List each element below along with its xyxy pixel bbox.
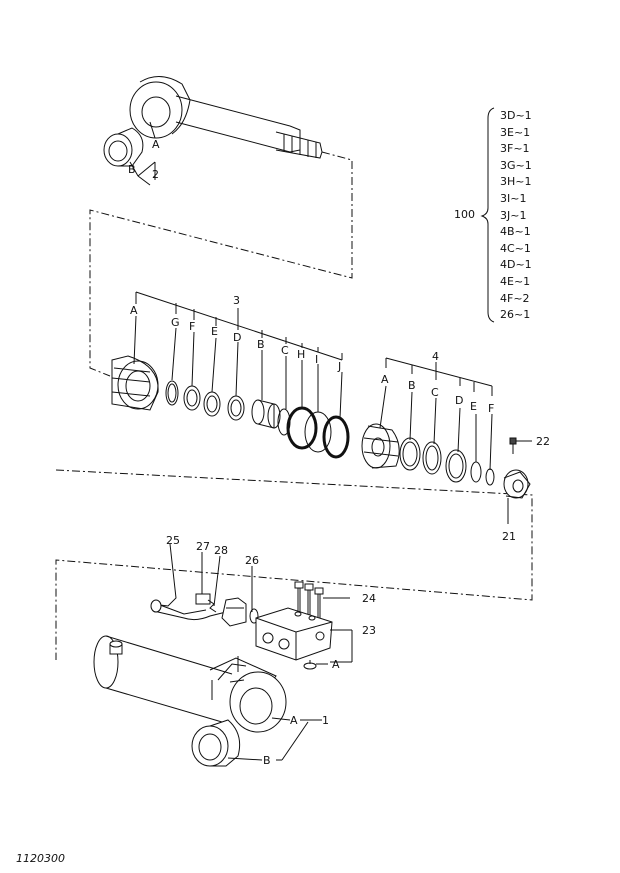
phantom-lines <box>55 151 533 660</box>
group-3-seals <box>111 355 350 459</box>
label-23: 23 <box>362 624 376 637</box>
group-4-piston <box>361 423 495 486</box>
part-21-nut <box>503 469 531 524</box>
kit-list: 3D~1 3E~1 3F~1 3G~1 3H~1 3I~1 3J~1 4B~1 4C~1 4D~1… <box>500 108 560 324</box>
kit-item: 3D~1 <box>500 109 532 122</box>
group-4-callout-lines <box>379 357 493 471</box>
kit-brace <box>480 107 495 323</box>
label-4B: B <box>408 379 416 392</box>
label-4F: F <box>488 402 494 415</box>
label-24: 24 <box>362 592 376 605</box>
label-3A: A <box>130 304 138 317</box>
kit-item: 4B~1 <box>500 225 531 239</box>
label-3J: J <box>337 360 341 373</box>
part-22-setscrew <box>509 437 532 454</box>
kit-item: 3J~1 <box>500 208 527 222</box>
label-rod-2: 2 <box>152 168 159 181</box>
tube-callout-lines <box>227 717 322 761</box>
kit-item: 3G~1 <box>500 158 532 172</box>
label-1: 1 <box>322 714 329 727</box>
kit-item: 4F~2 <box>500 291 530 305</box>
label-4A: A <box>381 373 389 386</box>
label-23-A: A <box>332 658 340 671</box>
label-3D: D <box>233 331 241 344</box>
label-3H: H <box>297 348 305 361</box>
label-3G: G <box>171 316 180 329</box>
label-1-A: A <box>290 714 298 727</box>
rod-callout-lines <box>129 121 156 186</box>
kit-item: 4C~1 <box>500 241 531 255</box>
kit-item: 26~1 <box>500 308 531 322</box>
kit-item: 4D~1 <box>500 258 532 272</box>
label-4D: D <box>455 394 463 407</box>
cylinder-tube <box>93 635 287 767</box>
label-1-B: B <box>263 754 271 767</box>
label-4E: E <box>470 400 477 413</box>
label-27: 27 <box>196 540 210 553</box>
kit-item: 4E~1 <box>500 274 531 288</box>
label-group-3: 3 <box>233 294 240 307</box>
label-22: 22 <box>536 435 550 448</box>
label-3I: I <box>315 353 318 366</box>
label-3E: E <box>211 325 218 338</box>
label-28: 28 <box>214 544 228 557</box>
callout-labels: A B 2 3 A G F E D B C H I J 4 A B C D E … <box>128 138 550 767</box>
label-25: 25 <box>166 534 180 547</box>
label-rod-A: A <box>152 138 160 151</box>
pipe-assembly <box>150 543 259 627</box>
kit-item: 3I~1 <box>500 191 527 205</box>
kit-item: 3E~1 <box>500 125 531 139</box>
piston-rod <box>103 76 323 167</box>
label-3F: F <box>189 320 195 333</box>
kit-number: 100 <box>454 208 475 221</box>
valve-block <box>255 581 353 670</box>
label-rod-B: B <box>128 163 136 176</box>
label-21: 21 <box>502 530 516 543</box>
label-26: 26 <box>245 554 259 567</box>
kit-item: 3F~1 <box>500 142 530 156</box>
label-group-4: 4 <box>432 350 439 363</box>
group-3-callout-lines <box>133 291 343 419</box>
label-4C: C <box>431 386 439 399</box>
kit-item: 3H~1 <box>500 175 532 189</box>
label-3C: C <box>281 344 289 357</box>
drawing-code: 1120300 <box>16 852 65 865</box>
label-3B: B <box>257 338 265 351</box>
